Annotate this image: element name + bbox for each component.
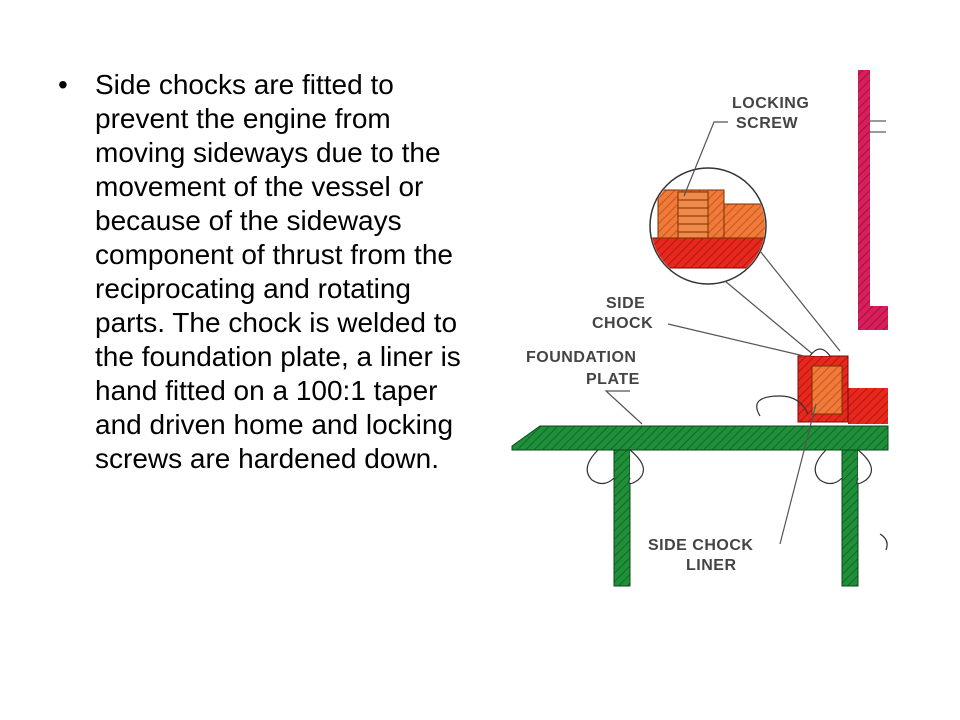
side-chock-leader <box>667 323 805 357</box>
foundation-plate-leader <box>604 390 643 425</box>
detail-magnifier <box>649 167 767 285</box>
label-foundation-plate-line2: PLATE <box>586 371 640 388</box>
label-side-chock-line1: SIDE <box>606 295 645 312</box>
locking-screw-leader <box>683 121 728 197</box>
girders <box>586 395 888 587</box>
label-side-chock-liner-line2: LINER <box>686 557 737 574</box>
side-chock-assembly <box>797 348 849 423</box>
magnifier-leader-line <box>724 280 816 357</box>
label-locking-screw-line1: LOCKING <box>732 95 809 112</box>
bullet-item: • Side chocks are fitted to prevent the … <box>58 68 478 476</box>
foundation-plate <box>511 425 889 451</box>
bullet-marker: • <box>58 69 68 100</box>
label-side-chock-line2: CHOCK <box>592 315 653 332</box>
engine-frame <box>848 70 888 424</box>
bullet-list: • Side chocks are fitted to prevent the … <box>58 68 478 476</box>
bullet-text: Side chocks are fitted to prevent the en… <box>95 69 461 474</box>
side-chock-liner-leader <box>779 403 817 545</box>
label-foundation-plate-line1: FOUNDATION <box>526 349 636 366</box>
side-chock-diagram: LOCKING SCREW SIDE CHOCK FOUNDATION PLAT… <box>511 70 889 587</box>
label-locking-screw-line2: SCREW <box>736 115 798 132</box>
magnifier-leader-line <box>759 250 841 352</box>
label-side-chock-liner-line1: SIDE CHOCK <box>648 537 753 554</box>
